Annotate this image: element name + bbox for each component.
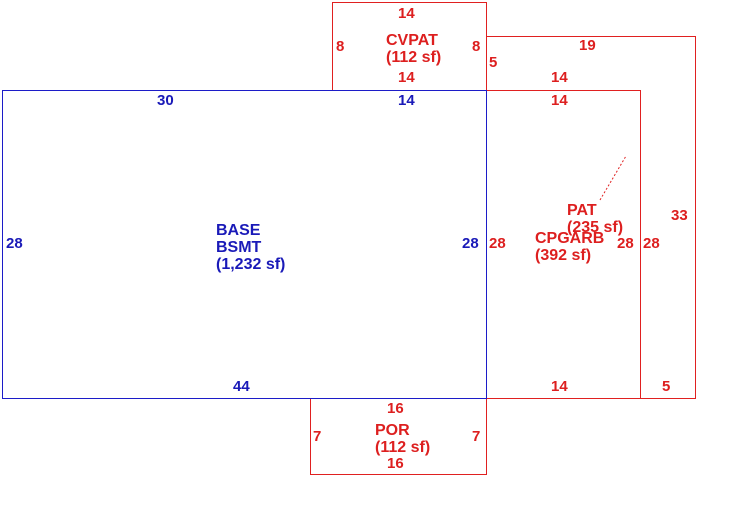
pat-name: PAT [567, 202, 597, 219]
base-dim-top-left: 30 [157, 92, 174, 109]
por-area: (112 sf) [375, 439, 431, 456]
base-dim-left: 28 [6, 235, 23, 252]
pat-dim-bottom: 5 [662, 378, 671, 395]
por-dim-right: 7 [472, 428, 481, 445]
cpgarb-name: CPGARB [535, 230, 605, 247]
cpgarb-dim-top-inner: 14 [551, 92, 568, 109]
base-name: BASE [216, 222, 261, 239]
por-name: POR [375, 422, 410, 439]
cpgarb-dim-left: 28 [489, 235, 506, 252]
base-dim-bottom: 44 [233, 378, 250, 395]
cvpat-dim-left: 8 [336, 38, 345, 55]
cpgarb-dim-bottom: 14 [551, 378, 568, 395]
cvpat-dim-right: 8 [472, 38, 481, 55]
base-area: (1,232 sf) [216, 256, 286, 273]
cpgarb-area: (392 sf) [535, 247, 592, 264]
pat-area: (235 sf) [567, 219, 624, 236]
pat-dim-left: 5 [489, 54, 498, 71]
base-subname: BSMT [216, 239, 262, 256]
cpgarb-dim-right-inner: 28 [617, 235, 634, 252]
cvpat-dim-top: 14 [398, 5, 415, 22]
por-dim-top: 16 [387, 400, 404, 417]
por-dim-bottom: 16 [387, 455, 404, 472]
pat-dim-right: 33 [671, 207, 688, 224]
pat-dim-top: 19 [579, 37, 596, 54]
cvpat-dim-bottom: 14 [398, 69, 415, 86]
cvpat-area: (112 sf) [386, 49, 442, 66]
cpgarb-dim-right-outer: 28 [643, 235, 660, 252]
cvpat-name: CVPAT [386, 32, 438, 49]
por-dim-left: 7 [313, 428, 322, 445]
base-dim-right: 28 [462, 235, 479, 252]
base-dim-top-right: 14 [398, 92, 415, 109]
cpgarb-dim-top-outer: 14 [551, 69, 568, 86]
base-outline [2, 90, 487, 399]
